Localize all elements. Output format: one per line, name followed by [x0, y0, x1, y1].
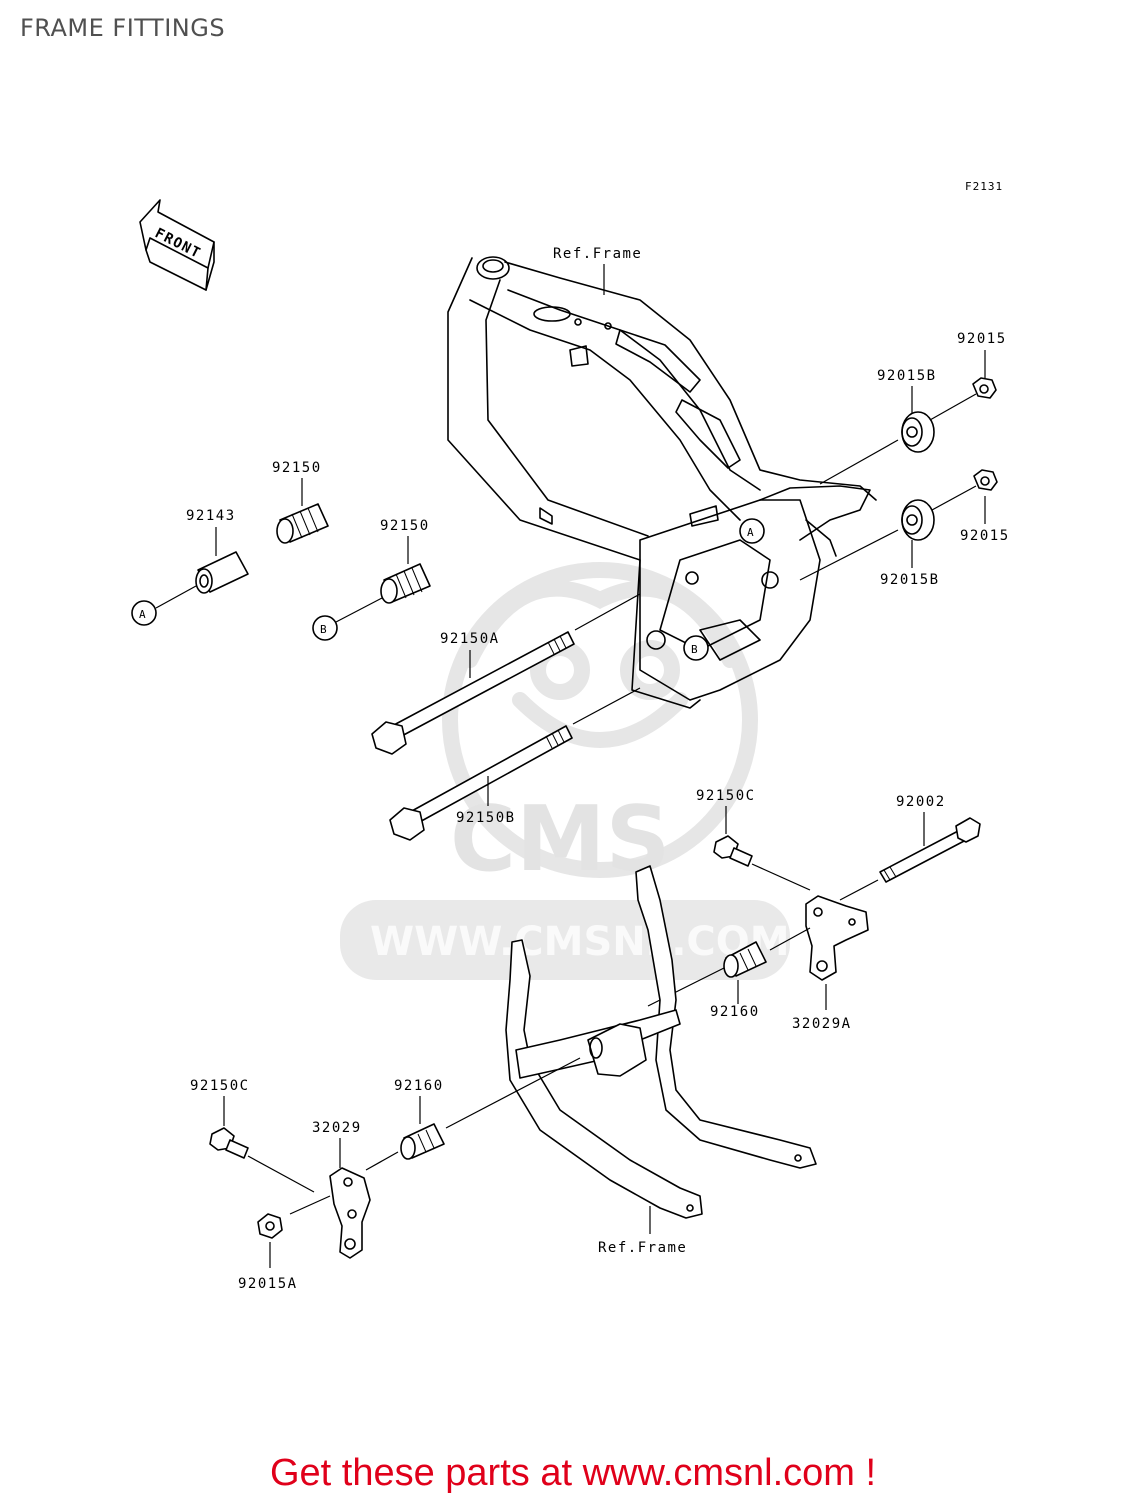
left-callout-b-text: B — [320, 623, 328, 636]
bracket-32029 — [329, 1167, 371, 1259]
nut-92015a — [257, 1213, 283, 1239]
watermark-url: WWW.CMSNL.COM — [370, 919, 790, 965]
label-92015a: 92015A — [238, 1276, 298, 1292]
bushing-92150-a — [276, 503, 329, 544]
ref-frame-top-label: Ref.Frame — [553, 246, 642, 262]
bolt-92150b — [389, 725, 573, 841]
cmsnl-watermark: CMS WWW.CMSNL.COM — [340, 562, 790, 980]
label-92015-top: 92015 — [957, 331, 1007, 347]
bolt-92150c-right — [713, 835, 753, 867]
label-92160-right: 92160 — [710, 1004, 760, 1020]
frame-callout-b: B — [683, 635, 709, 661]
label-32029: 32029 — [312, 1120, 362, 1136]
label-92143: 92143 — [186, 508, 236, 524]
label-92150b: 92150B — [456, 810, 516, 826]
bushing-92160-right — [723, 941, 767, 978]
label-92150c-right: 92150C — [696, 788, 756, 804]
label-92150a: 92150A — [440, 631, 500, 647]
bolt-92150a — [371, 631, 575, 755]
label-92150c-left: 92150C — [190, 1078, 250, 1094]
frame-callout-a-text: A — [747, 526, 755, 539]
bracket-32029a — [805, 895, 869, 981]
bolt-92002 — [879, 817, 981, 883]
label-92160-left: 92160 — [394, 1078, 444, 1094]
figure-code: F2131 — [965, 180, 1003, 193]
ref-frame-bottom-label: Ref.Frame — [598, 1240, 687, 1256]
label-92015b-mid: 92015B — [880, 572, 940, 588]
watermark-brand: CMS — [450, 787, 670, 892]
spacer-92143 — [195, 551, 249, 594]
footer-link-text[interactable]: Get these parts at www.cmsnl.com ! — [269, 1452, 877, 1494]
frame-callout-b-text: B — [691, 643, 699, 656]
nut-92015-mid — [973, 469, 998, 491]
page-title: FRAME FITTINGS — [20, 14, 226, 42]
rear-subframe-drawing — [505, 865, 817, 1219]
bushing-92150-b — [380, 563, 431, 604]
nut-92015-top — [972, 377, 997, 399]
front-arrow-icon: FRONT — [139, 199, 215, 291]
left-callout-a: A — [131, 600, 157, 626]
label-92015b-top: 92015B — [877, 368, 937, 384]
label-32029a: 32029A — [792, 1016, 852, 1032]
washer-92015b-mid — [901, 499, 935, 541]
bolt-92150c-left — [209, 1127, 249, 1159]
left-callout-a-text: A — [139, 608, 147, 621]
label-92002: 92002 — [896, 794, 946, 810]
bushing-92160-left — [400, 1123, 445, 1160]
frame-callout-a: A — [739, 518, 765, 544]
left-callout-b: B — [312, 615, 338, 641]
label-92150-b: 92150 — [380, 518, 430, 534]
label-92015-mid: 92015 — [960, 528, 1010, 544]
main-frame-drawing — [447, 256, 877, 709]
label-92150-a: 92150 — [272, 460, 322, 476]
washer-92015b-top — [901, 411, 935, 453]
